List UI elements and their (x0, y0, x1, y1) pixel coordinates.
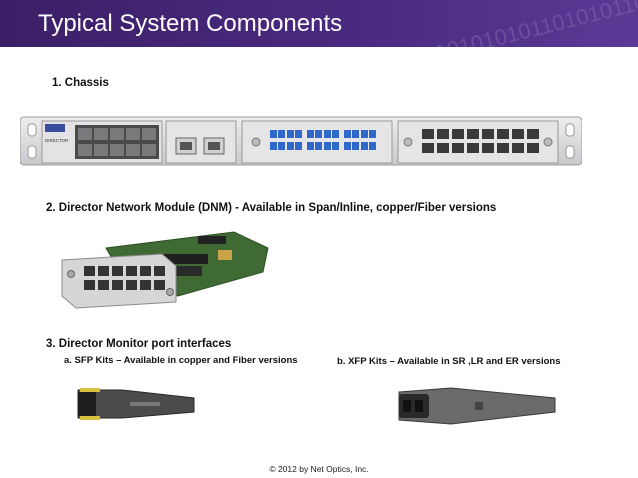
section-dnm-label: 2. Director Network Module (DNM) - Avail… (46, 202, 497, 214)
sfp-kit-label: a. SFP Kits – Available in copper and Fi… (64, 355, 298, 366)
xfp-kit-image (398, 387, 556, 425)
binary-text: 01101010101101010110101 (410, 0, 638, 47)
title-banner: Typical System Components 01101010101101… (0, 0, 638, 47)
chassis-brand: DIRECTOR (45, 138, 69, 143)
dnm-module-image (61, 231, 269, 309)
section-chassis-label: 1. Chassis (52, 77, 109, 89)
binary-decoration: 01101010101101010110101 (410, 0, 638, 47)
chassis-image: DIRECTOR (20, 116, 582, 166)
sfp-kit-image (77, 388, 195, 420)
xfp-kit-label: b. XFP Kits – Available in SR ,LR and ER… (337, 356, 561, 367)
copyright-footer: © 2012 by Net Optics, Inc. (269, 464, 369, 474)
slide-title: Typical System Components (38, 10, 343, 37)
section-monitor-label: 3. Director Monitor port interfaces (46, 338, 232, 350)
